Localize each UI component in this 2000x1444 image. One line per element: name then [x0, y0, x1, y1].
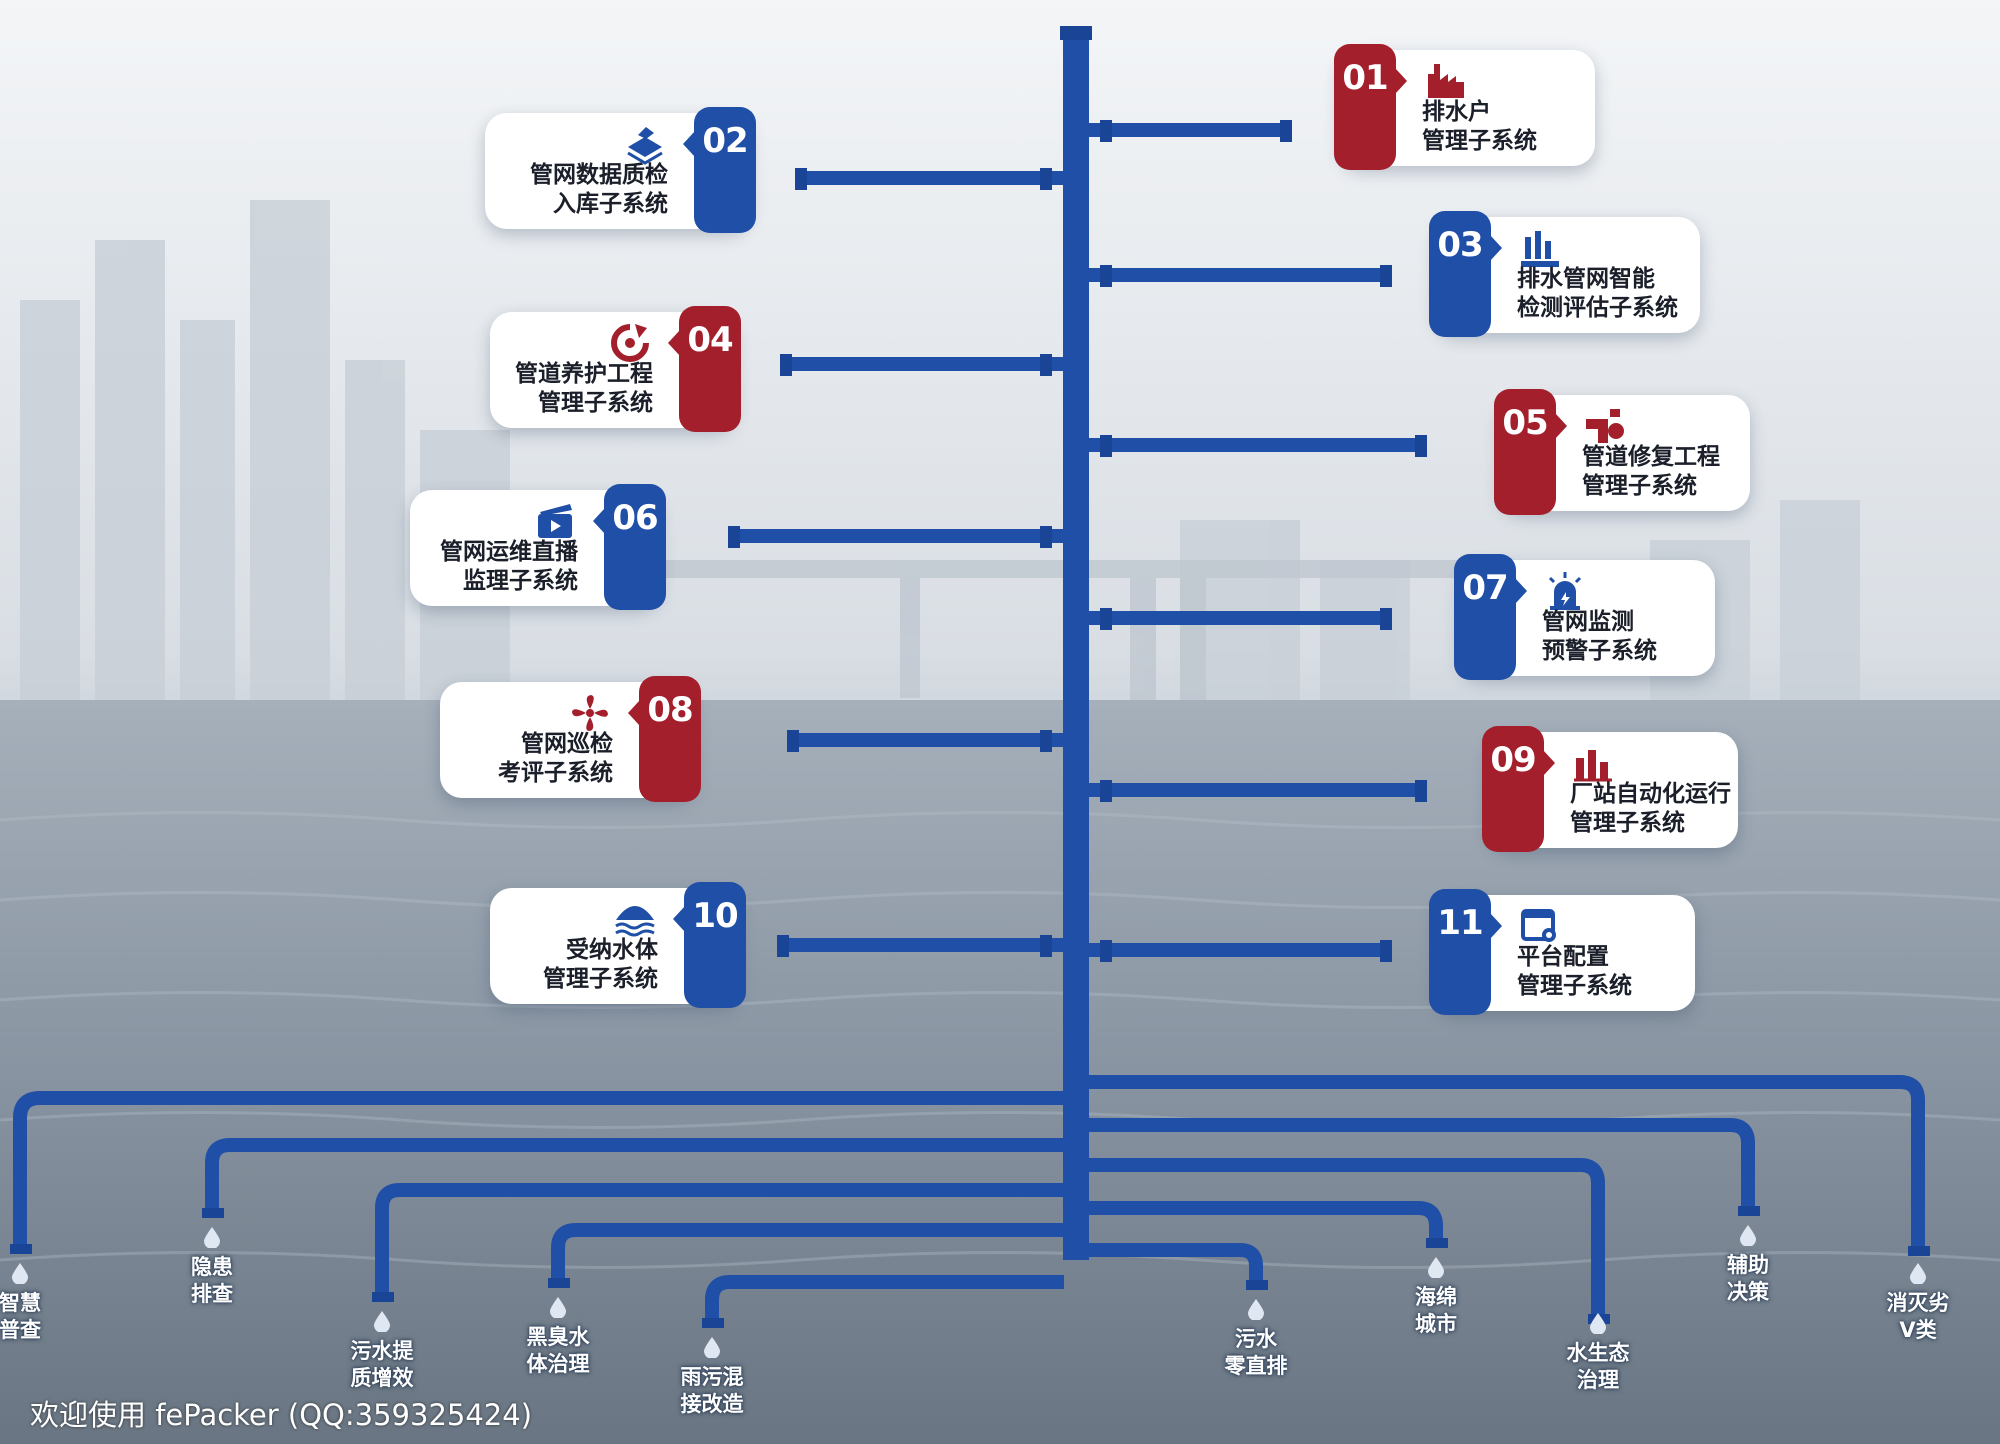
outlet-pipe-9 [1088, 1118, 1755, 1210]
number-tab: 09 [1482, 726, 1555, 852]
system-card-07[interactable]: 07 管网监测预警子系统 [1454, 554, 1715, 680]
system-card-02[interactable]: 02 管网数据质检入库子系统 [485, 107, 756, 233]
system-name-line1: 管网监测 [1542, 609, 1634, 635]
system-name-line1: 管道修复工程 [1582, 444, 1720, 470]
water-wave-icon [615, 906, 655, 937]
outlet-pipe-7 [1088, 1201, 1443, 1242]
outlet-label-5: 雨污混接改造 [647, 1336, 777, 1418]
system-name-line1: 管道养护工程 [515, 361, 653, 387]
system-name-line2: 管理子系统 [538, 390, 653, 416]
system-name-line2: 检测评估子系统 [1517, 295, 1678, 321]
outlet-pipe-10 [1088, 1075, 1925, 1250]
outlet-label-9: 辅助决策 [1683, 1224, 1813, 1306]
pipe-repair-icon [1586, 409, 1624, 443]
system-card-08[interactable]: 08 管网巡检考评子系统 [440, 676, 701, 802]
water-drop-icon [1740, 1225, 1756, 1246]
system-name-line2: 管理子系统 [543, 966, 658, 992]
outlet-label-8: 水生态治理 [1533, 1312, 1663, 1394]
number-tab: 08 [628, 676, 701, 802]
system-card-01[interactable]: 01 排水户管理子系统 [1334, 44, 1595, 170]
water-drop-icon [1428, 1257, 1444, 1278]
number-tab: 03 [1429, 211, 1502, 337]
refresh-gear-icon [611, 324, 649, 362]
propeller-fan-icon [572, 695, 608, 731]
watermark-text: 欢迎使用 fePacker (QQ:359325424) [30, 1398, 533, 1432]
outlet-pipe-6 [1088, 1243, 1263, 1284]
system-name-line2: 管理子系统 [1570, 810, 1685, 836]
number-tab: 02 [683, 107, 756, 233]
water-drop-icon [1910, 1263, 1926, 1284]
outlet-label-1: 智慧普查 [0, 1262, 85, 1344]
system-name-line1: 受纳水体 [566, 937, 658, 963]
system-name-line2: 监理子系统 [463, 568, 578, 594]
outlet-pipe-1 [13, 1091, 1064, 1248]
number-tab: 10 [673, 882, 746, 1008]
number-tab: 11 [1429, 889, 1502, 1015]
config-window-icon [1521, 909, 1556, 942]
outlet-pipe-5 [705, 1275, 1064, 1322]
plant-chimney-icon [1574, 750, 1612, 782]
number-tab: 06 [593, 484, 666, 610]
outlet-label-3: 污水提质增效 [317, 1310, 447, 1392]
outlet-label-4: 黑臭水体治理 [493, 1296, 623, 1378]
water-drop-icon [12, 1263, 28, 1284]
alarm-beacon-icon [1548, 572, 1582, 610]
system-card-10[interactable]: 10 受纳水体管理子系统 [490, 882, 746, 1008]
system-name-line1: 平台配置 [1517, 944, 1609, 970]
system-name-line2: 管理子系统 [1517, 973, 1632, 999]
system-name-line1: 排水管网智能 [1517, 266, 1655, 292]
outlet-label-2: 隐患排查 [147, 1226, 277, 1308]
system-name-line2: 管理子系统 [1422, 128, 1537, 154]
water-drop-icon [1590, 1313, 1606, 1334]
outlet-label-6: 污水零直排 [1191, 1298, 1321, 1380]
outlet-label-7: 海绵城市 [1371, 1256, 1501, 1338]
pipe-joints [10, 26, 1930, 1328]
system-card-04[interactable]: 04 管道养护工程管理子系统 [490, 306, 741, 432]
system-name-line1: 管网巡检 [521, 731, 613, 757]
number-tab: 05 [1494, 389, 1567, 515]
system-name-line2: 管理子系统 [1582, 473, 1697, 499]
outlet-pipe-2 [205, 1138, 1064, 1212]
system-card-05[interactable]: 05 管道修复工程管理子系统 [1494, 389, 1750, 515]
outlet-pipe-8 [1088, 1158, 1605, 1318]
video-camera-icon [538, 504, 572, 538]
system-name-line1: 管网数据质检 [530, 162, 668, 188]
water-drop-icon [550, 1297, 566, 1318]
water-drop-icon [704, 1337, 720, 1358]
system-name-line1: 管网运维直播 [440, 539, 578, 565]
system-name-line2: 预警子系统 [1542, 638, 1657, 664]
outlet-pipe-4 [551, 1223, 1064, 1282]
number-tab: 07 [1454, 554, 1527, 680]
factory-icon [1428, 64, 1464, 98]
system-name-line2: 考评子系统 [498, 760, 613, 786]
system-card-11[interactable]: 11 平台配置管理子系统 [1429, 889, 1695, 1015]
database-stack-icon [627, 127, 663, 165]
water-drop-icon [374, 1311, 390, 1332]
number-tab: 01 [1334, 44, 1407, 170]
outlet-pipe-3 [375, 1183, 1064, 1296]
system-card-03[interactable]: 03 排水管网智能检测评估子系统 [1429, 211, 1700, 337]
system-name-line1: 排水户 [1422, 99, 1491, 125]
system-name-line2: 入库子系统 [553, 191, 668, 217]
number-tab: 04 [668, 306, 741, 432]
water-drop-icon [204, 1227, 220, 1248]
system-card-09[interactable]: 09 厂站自动化运行管理子系统 [1482, 726, 1738, 852]
water-drop-icon [1248, 1299, 1264, 1320]
bar-chart-hand-icon [1521, 231, 1559, 267]
system-card-06[interactable]: 06 管网运维直播监理子系统 [410, 484, 666, 610]
system-name-line1: 厂站自动化运行 [1570, 781, 1731, 807]
